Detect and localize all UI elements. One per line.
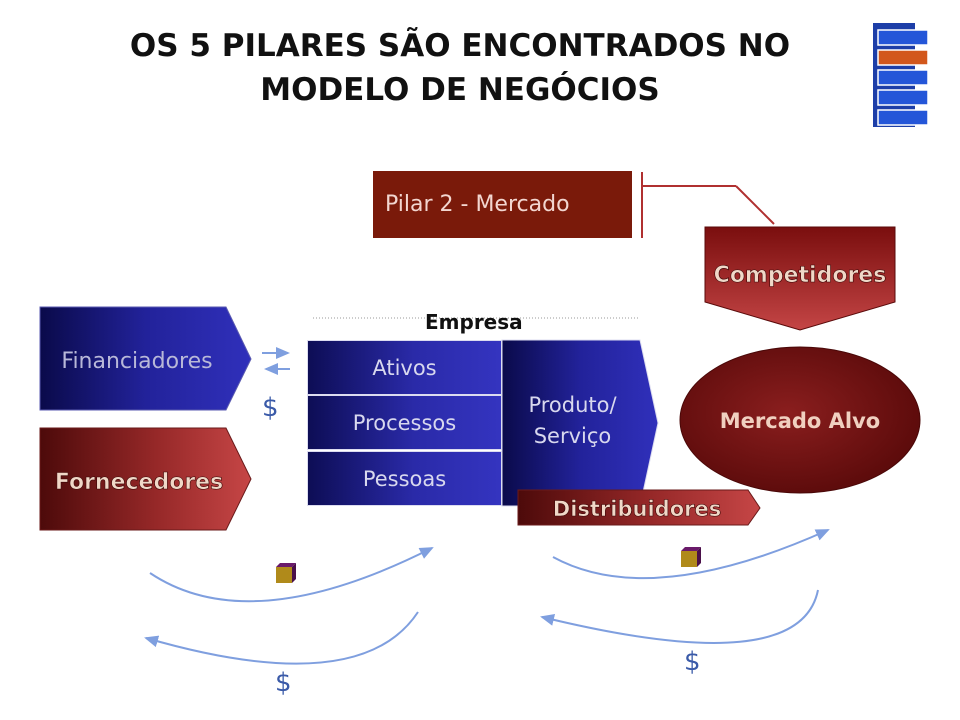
pillar-connector-lines — [641, 172, 775, 238]
title-line-2: MODELO DE NEGÓCIOS — [260, 72, 660, 108]
financiadores-shape — [39, 306, 252, 411]
pillar-stack-icon — [873, 23, 929, 127]
payment-flow-arrow-left — [144, 611, 419, 665]
mercado-alvo-shape — [679, 346, 921, 494]
exchange-arrows-icon — [262, 347, 290, 375]
mercado-alvo-label: Mercado Alvo — [720, 409, 880, 433]
fornecedores-shape — [39, 427, 252, 531]
competidores-label: Competidores — [714, 263, 887, 288]
block-ativos: Ativos — [307, 340, 502, 395]
delivery-flow-arrow — [552, 529, 830, 580]
competidores-shape — [704, 226, 896, 331]
product-cube-icon — [276, 563, 296, 583]
payment-flow-arrow-right — [540, 589, 819, 644]
product-cube-icon — [681, 547, 701, 567]
distribuidores-label: Distribuidores — [553, 497, 721, 521]
produto-servico-shape — [501, 339, 659, 507]
financiadores-label: Financiadores — [61, 349, 212, 374]
produto-servico-label: Produto/ Serviço — [528, 393, 617, 448]
company-label: Empresa — [425, 310, 523, 334]
pillar-2-label: Pilar 2 - Mercado — [373, 171, 632, 238]
page-title: OS 5 PILARES SÃO ENCONTRADOS NO MODELO D… — [60, 24, 860, 112]
distribuidores-shape — [517, 489, 761, 526]
block-pessoas: Pessoas — [307, 451, 502, 506]
currency-symbol: $ — [262, 393, 279, 423]
fornecedores-label: Fornecedores — [55, 470, 223, 495]
supply-flow-arrow — [149, 547, 434, 603]
block-processos: Processos — [307, 395, 502, 450]
currency-symbol: $ — [684, 647, 701, 677]
title-line-1: OS 5 PILARES SÃO ENCONTRADOS NO — [129, 28, 791, 64]
currency-symbol: $ — [275, 668, 292, 698]
